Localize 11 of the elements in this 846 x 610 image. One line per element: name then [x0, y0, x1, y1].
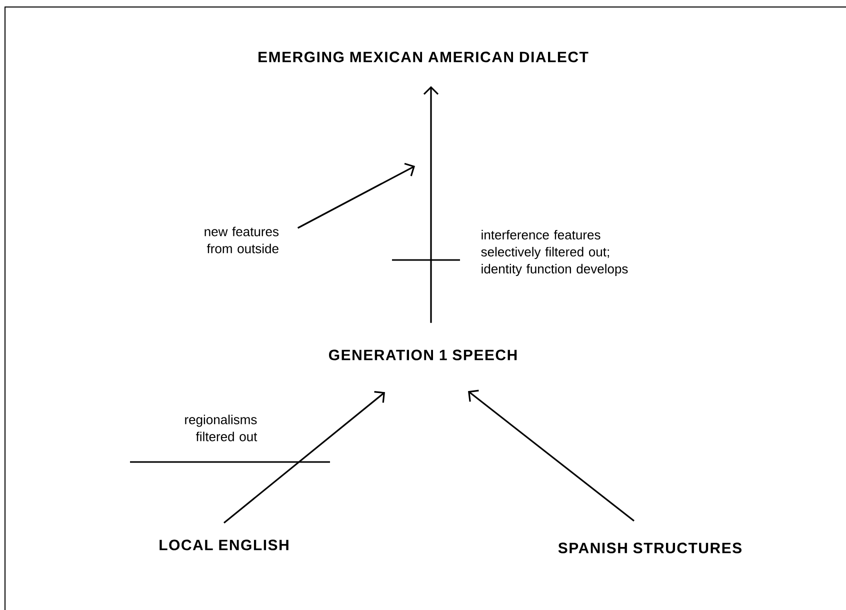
- note-text: new features from outside: [204, 226, 279, 254]
- annotation-text: regionalisms filtered out: [185, 414, 258, 442]
- arrow: [423, 86, 439, 323]
- arrow: [297, 162, 415, 229]
- heading-text: EMERGING MEXICAN AMERICAN DIALECT: [258, 52, 588, 62]
- heading-text: GENERATION 1 SPEECH: [329, 350, 517, 360]
- heading-text: SPANISH STRUCTURES: [558, 542, 742, 554]
- arrow: [468, 390, 634, 522]
- annotation-text: interference features selectively filtered out; identity function develops: [481, 230, 628, 276]
- heading-text: LOCAL ENGLISH: [160, 540, 288, 550]
- arrow: [224, 391, 385, 524]
